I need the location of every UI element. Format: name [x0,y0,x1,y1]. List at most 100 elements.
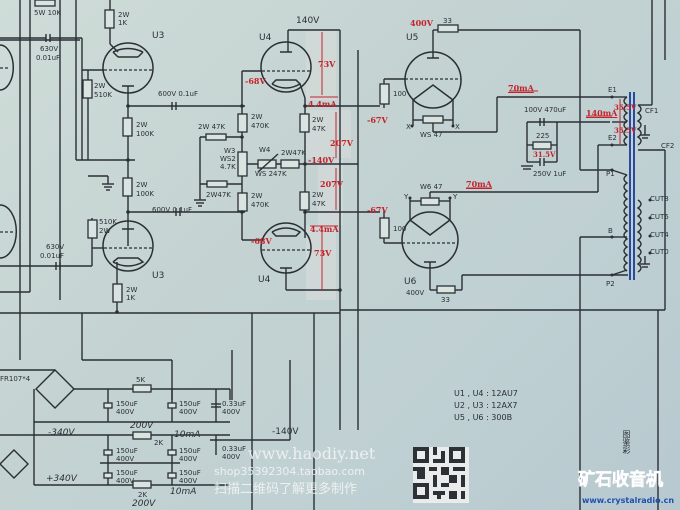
label-r-5w10k: 5W 10K [34,9,62,17]
label-10ma-bot: 10mA [170,487,197,497]
label-r-u3t-plate-v: 1K [118,19,128,27]
anno-u4b-grid: -68V [251,236,272,246]
label-c4-volt: 400V [116,455,135,463]
label-neg140v-supply: -140V [272,427,299,437]
anno-u4t-current: 4.4mA [308,99,337,109]
anno-neg140v: -140V [308,155,335,165]
anno-35v-b: 35.5V [614,126,637,135]
label-c-470uf: 100V 470uF [524,106,567,114]
label-c2-cap: 150uF [179,400,201,408]
legend-line-2: U2 , U3 : 12AX7 [454,401,518,410]
tube-label-u4-bottom: U4 [258,275,271,285]
label-r-u4t-cath-w: 2W [312,116,324,124]
label-r-u3b-cath-v: 1K [126,294,136,302]
label-c6-cap: 0.33uF [222,445,247,453]
watermark-side-text: 图鉴彩 [622,430,631,454]
label-c3-volt: 400V [222,408,241,416]
label-r-u3b-grid-v: 510K [99,218,117,226]
anno-u4b-plate-v: 73V [314,248,332,258]
label-xfmr-e2: E2 [608,134,617,142]
label-r-33-top: 33 [443,17,452,25]
label-xfmr-out8: CUT8 [650,195,669,203]
label-w3: W3 [224,147,236,155]
label-c8-volt: 400V [179,477,198,485]
anno-u4t-plate-v: 73V [318,59,336,69]
label-r-100-top: 100 [393,90,407,98]
label-bridge: FR107*4 [0,375,31,383]
anno-u5-grid: -67V [367,115,388,125]
label-r-2w47k-c: 2W47K [206,191,231,199]
label-r-u4b-plate-v: 47K [312,200,326,208]
anno-u4b-current: 4.4mA [310,224,339,234]
label-r-2k-top: 2K [154,439,164,447]
label-ws47-top: WS 47 [420,131,443,139]
label-w3-value: 4.7K [220,163,236,171]
legend-line-1: U1 , U4 : 12AU7 [454,389,518,398]
label-c5-volt: 400V [179,455,198,463]
label-140v: 140V [296,16,320,26]
qr-code-pattern [413,447,465,499]
anno-140ma: 140mA [586,108,618,118]
label-fil-y1: Y [404,193,409,201]
label-10ma-top: 10mA [174,430,201,440]
anno-31v: 31.5V [533,150,556,159]
label-r-5k: 5K [136,376,146,384]
label-c6-volt: 400V [222,453,241,461]
anno-35v-a: 35.5V [614,103,637,112]
label-c-600v-top: 600V 0.1uF [158,90,198,98]
label-r-u4t-cath-v: 47K [312,125,326,133]
label-r-470k-a-v: 470K [251,122,269,130]
label-c-001uf-bot: 0.01uF [40,252,65,260]
label-c4-cap: 150uF [116,447,138,455]
anno-207v-a: 207V [330,138,353,148]
label-fil-x1: X [406,123,411,131]
anno-207v-b: 207V [320,179,343,189]
label-xfmr-p2: P2 [606,280,615,288]
tube-label-u6: U6 [404,277,417,287]
label-200v-top: 200V [130,421,154,431]
label-c-630v-top: 630V [40,45,59,53]
label-r-470k-b-v: 470K [251,201,269,209]
label-c8-cap: 150uF [179,469,201,477]
watermark-shop: shop35392304.taobao.com [214,465,365,478]
tube-label-u5: U5 [406,33,419,43]
anno-u6-grid: -67V [367,205,388,215]
label-r-33-bot: 33 [441,296,450,304]
label-200v-bot: 200V [132,499,156,509]
label-c-630v-bot: 630V [46,243,65,251]
label-r-2w47k-b: 2W47K [281,149,306,157]
label-xfmr-cf1: CF1 [645,107,659,115]
brand-logo: 矿石收音机 [578,470,664,490]
label-c-1uf: 250V 1uF [533,170,567,178]
anno-u5-plate: 400V [410,18,433,28]
label-r-u3b-cath-w: 2W [126,286,138,294]
anno-u4t-grid: -68V [245,76,266,86]
label-r-u3t-cath-w: 2W [136,121,148,129]
legend-line-3: U5 , U6 : 300B [454,413,513,422]
label-r-u3t-cath-v: 100K [136,130,154,138]
label-xfmr-out6: CUT6 [650,213,669,221]
label-r-u4b-plate-w: 2W [312,191,324,199]
qr-code[interactable] [413,447,469,503]
label-xfmr-b: B [608,227,613,235]
tube-label-u3-top: U3 [152,31,165,41]
label-r-u3t-grid-w: 2W [94,82,106,90]
anno-u6-plate: 400V [406,289,425,297]
label-r-u3b-plate-v: 100K [136,190,154,198]
label-r-225: 225 [536,132,550,140]
label-xfmr-e1: E1 [608,86,617,94]
label-r-u3t-plate-w: 2W [118,11,130,19]
tube-label-u3-bottom: U3 [152,271,165,281]
label-r-2k-bot: 2K [138,491,148,499]
anno-70ma-top: 70mA [508,83,534,93]
watermark-scan: 扫描二维码了解更多制作 [214,482,358,497]
label-c7-cap: 150uF [116,469,138,477]
label-c1-cap: 150uF [116,400,138,408]
label-w4-ws247k: WS 247K [255,170,287,178]
label-xfmr-cf2: CF2 [661,142,675,150]
label-xfmr-out4: CUT4 [650,231,669,239]
label-fil-x2: X [455,123,460,131]
label-w4: W4 [259,146,271,154]
